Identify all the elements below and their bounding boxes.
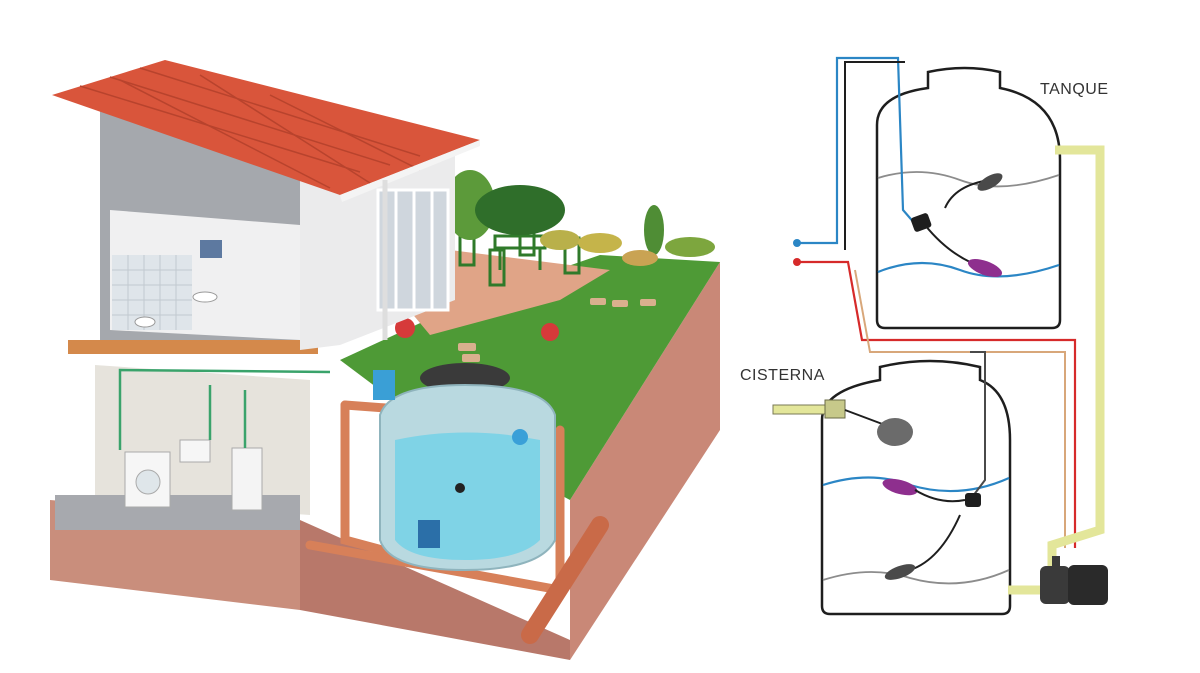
basement-sink-icon: [179, 439, 211, 463]
blue-terminal-icon: [793, 239, 801, 247]
tile-wall: [112, 255, 192, 330]
washer-door: [135, 469, 161, 495]
upper-tank-outline: [875, 66, 1062, 330]
house-cutaway-illustration: [50, 60, 720, 660]
lower-tank-gray-level: [822, 569, 1010, 585]
red-wire: [797, 260, 1077, 548]
roof: [52, 60, 480, 195]
cistern-label: CISTERNA: [740, 367, 825, 384]
supply-lines: [118, 368, 331, 450]
tile-grid: [112, 255, 192, 330]
schematic-diagram: [772, 56, 1108, 616]
upper-floor-slab: [68, 340, 318, 354]
water-pump-icon: [1040, 556, 1108, 605]
sink-icon: [192, 291, 218, 303]
stepping-stones: [458, 298, 656, 362]
roof-eave: [340, 140, 480, 202]
black-wire: [844, 61, 905, 250]
cistern-float-switch-icon: [882, 478, 981, 580]
overflow-pipe: [521, 516, 609, 644]
inlet-float-valve-icon: [772, 399, 913, 446]
cistern-tank-3d: [373, 363, 556, 572]
red-terminal-icon: [793, 258, 801, 266]
roof-tile-lines: [79, 67, 421, 189]
toilet-icon: [134, 316, 156, 328]
basement-floor: [55, 495, 300, 530]
upper-tank-gray-level: [877, 171, 1060, 188]
garden-bushes: [395, 170, 715, 341]
blue-wire: [797, 56, 917, 245]
tank-float-switch-icon: [910, 173, 1003, 278]
soil-side: [570, 262, 720, 660]
wall-picture: [200, 240, 222, 258]
control-wire: [969, 351, 986, 501]
water-filter-unit-icon: [231, 447, 263, 511]
upper-tank-blue-level: [877, 261, 1060, 278]
tan-wire: [854, 269, 1066, 548]
tank-label: TANQUE: [1040, 81, 1109, 98]
discharge-pipe: [1047, 145, 1105, 572]
patio-doors: [376, 188, 450, 312]
